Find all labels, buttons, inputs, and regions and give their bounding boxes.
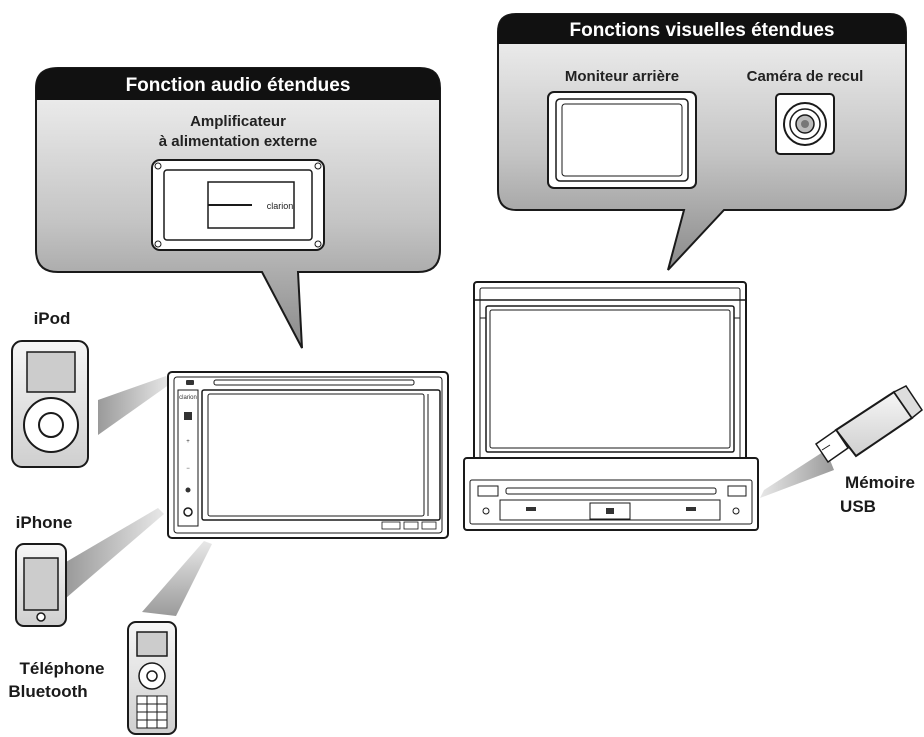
beam-ipod [98,376,170,435]
iphone-device: iPhone [15,513,73,627]
ipod-label: iPod [34,309,71,328]
amplifier-label-line1: Amplificateur [190,113,286,130]
rear-monitor-label: Moniteur arrière [565,68,679,85]
amplifier-device: clarion [151,159,325,251]
bluetooth-phone-device: Téléphone Bluetooth [8,621,177,735]
ipod-device: iPod [11,309,89,468]
left-unit-brand: clarion [179,395,197,401]
usb-memory-device: Mémoire USB [814,385,924,516]
bluetooth-label-line1: Téléphone [19,659,104,678]
visual-callout-header [498,14,906,44]
svg-text:−: − [186,466,190,472]
beam-iphone [66,508,164,598]
amplifier-brand: clarion [267,201,294,211]
bluetooth-label-line2: Bluetooth [8,682,87,701]
left-head-unit: clarion + − [167,371,449,539]
usb-label-line2: USB [840,497,876,516]
iphone-label: iPhone [16,513,73,532]
audio-callout-header [36,68,440,100]
visual-callout-title: Fonctions visuelles étendues [569,20,834,41]
beam-bluetooth [142,541,212,616]
usb-label-line1: Mémoire [845,473,915,492]
amplifier-label-line2: à alimentation externe [159,133,317,150]
rear-camera-label: Caméra de recul [747,68,864,85]
connection-beams [66,376,834,616]
beam-usb [760,450,834,498]
svg-text:+: + [186,439,190,445]
rear-monitor-device [547,91,697,189]
audio-callout-title: Fonction audio étendues [126,75,351,96]
rear-camera-device [775,93,835,155]
visual-callout: Fonctions visuelles étendues Moniteur ar… [497,13,907,271]
right-head-unit: clarion [463,281,759,531]
audio-callout: Fonction audio étendues Amplificateur à … [35,67,441,349]
